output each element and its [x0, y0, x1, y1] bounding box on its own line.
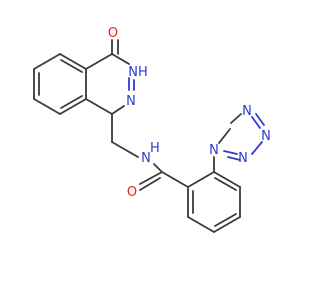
tetrazole-n4-label: N	[242, 104, 252, 119]
bond	[60, 95, 83, 109]
bond	[214, 213, 237, 227]
bond	[59, 98, 87, 115]
n-ring-label: N	[126, 94, 136, 109]
bond	[161, 171, 189, 188]
benzamide-ring	[187, 171, 241, 233]
bond	[213, 171, 241, 188]
oxygen-lactam-label: O	[108, 26, 118, 41]
oxygen-amide-label: O	[127, 185, 137, 200]
bond	[111, 141, 139, 158]
tetrazole-n3-label: N	[261, 129, 271, 144]
bond	[218, 128, 231, 144]
bond	[223, 150, 238, 155]
tetrazole-n2-label: N	[238, 151, 248, 166]
nh-amide-n-label: N	[141, 151, 151, 166]
bond	[85, 98, 113, 115]
molecule-diagram: O NH N N H O N N N N	[33, 26, 271, 233]
bond	[111, 53, 130, 65]
bond	[33, 98, 61, 115]
bond	[60, 59, 83, 73]
bond	[59, 53, 87, 70]
bond	[139, 177, 161, 191]
bond	[85, 53, 113, 70]
amide-linker	[111, 113, 189, 191]
pyridazinone-ring	[85, 39, 135, 115]
bond	[251, 141, 263, 155]
nh-ring-label: NH	[128, 65, 148, 80]
bond	[227, 156, 241, 161]
bond	[251, 116, 261, 129]
bond	[153, 163, 163, 173]
bond	[139, 171, 163, 185]
bond	[187, 171, 215, 188]
phthalazinone-benzo-ring	[33, 53, 87, 115]
bond	[230, 113, 242, 124]
tetrazole-ring	[213, 113, 265, 173]
nh-amide-h-label: H	[150, 141, 160, 156]
molecule-structure: O NH N N H O N N N N	[33, 26, 271, 233]
bond	[213, 216, 241, 233]
bond	[111, 105, 125, 115]
bond	[255, 113, 265, 126]
tetrazole-n1-label: N	[209, 143, 219, 158]
bond	[33, 53, 61, 70]
bond	[187, 216, 215, 233]
bond	[214, 177, 237, 191]
